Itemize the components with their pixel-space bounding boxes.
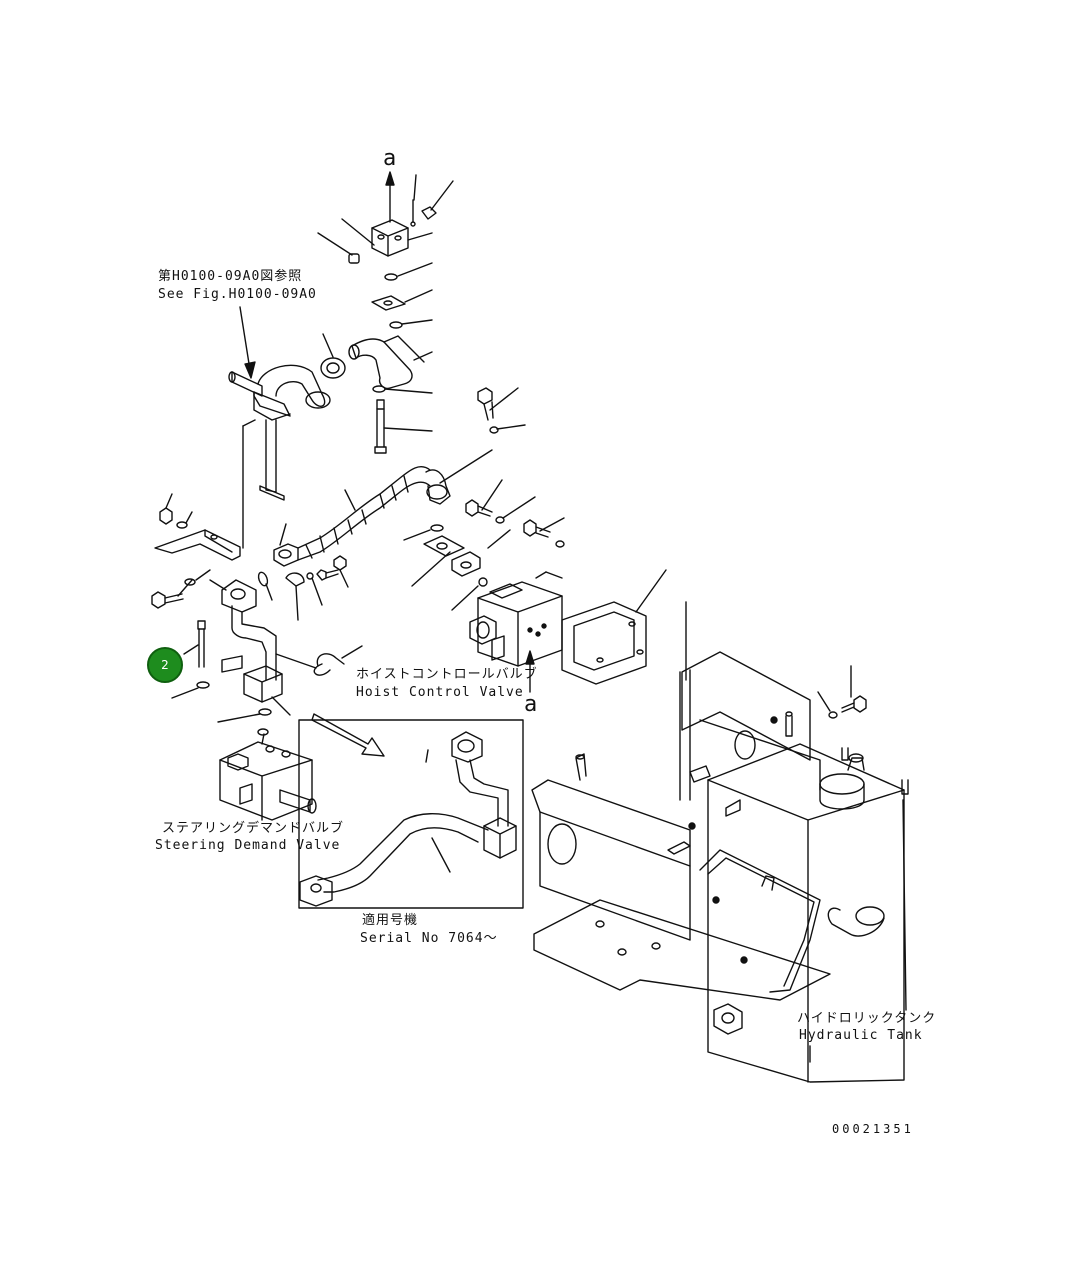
long-bolt: [374, 399, 433, 454]
bottom-arrow-a-icon: [525, 650, 535, 693]
small-pin: [410, 174, 417, 227]
valve-mounting-bracket: [561, 569, 667, 685]
flange-plate: [371, 289, 433, 311]
arrow-label-a-top: a: [383, 146, 397, 171]
bolt-upper: [477, 387, 519, 421]
reference-arrow: [239, 306, 256, 379]
tank-bolt: [841, 665, 867, 713]
reference-label-en: See Fig.H0100-09A0: [158, 287, 317, 302]
bracket-plate: [154, 529, 241, 561]
long-bolt-left: [183, 620, 206, 668]
hydraulic-hose: [273, 449, 493, 567]
split-flange-halves: [285, 572, 305, 621]
top-arrow-a-icon: [385, 171, 395, 223]
callout-badge-2[interactable]: 2: [147, 647, 183, 683]
upper-elbow-pipe: [228, 364, 331, 501]
hydraulic-tank-frame: [531, 651, 909, 1083]
steering-demand-valve: [219, 728, 317, 821]
serial-inset-frame: [298, 719, 524, 909]
elbow-fitting-top: [421, 180, 454, 220]
small-plug: [317, 218, 375, 264]
hoist-valve-label-jp: ホイストコントロールバルブ: [356, 667, 538, 682]
drawing-number: 00021351: [832, 1122, 914, 1136]
bolt-middle: [465, 479, 503, 517]
hoist-valve-label-en: Hoist Control Valve: [356, 685, 524, 700]
small-hose-loop: [275, 645, 363, 676]
tank-label-jp: ハイドロリックタンク: [797, 1011, 937, 1026]
tank-label-en: Hydraulic Tank: [799, 1028, 923, 1043]
arrow-label-a-bottom: a: [524, 692, 538, 717]
steering-valve-label-en: Steering Demand Valve: [155, 838, 341, 853]
bolt-lower-left: [151, 579, 193, 609]
top-block-fitting: [371, 219, 409, 257]
small-bolt-pair: [306, 555, 349, 606]
hex-nut: [159, 493, 173, 525]
bent-tube-upper: [348, 335, 433, 390]
flange-block: [411, 535, 481, 587]
steering-valve-label-jp: ステアリングデマンドバルブ: [162, 821, 345, 836]
flange-pipe-middle: [209, 579, 283, 703]
serial-label-jp: 適用号機: [362, 913, 419, 928]
serial-label-en: Serial No 7064～: [360, 931, 498, 946]
inset-arrow: [311, 713, 385, 757]
bolt-right: [523, 517, 565, 538]
reference-label-jp: 第H0100-09A0図参照: [158, 269, 303, 284]
hose-clamp: [320, 333, 346, 379]
